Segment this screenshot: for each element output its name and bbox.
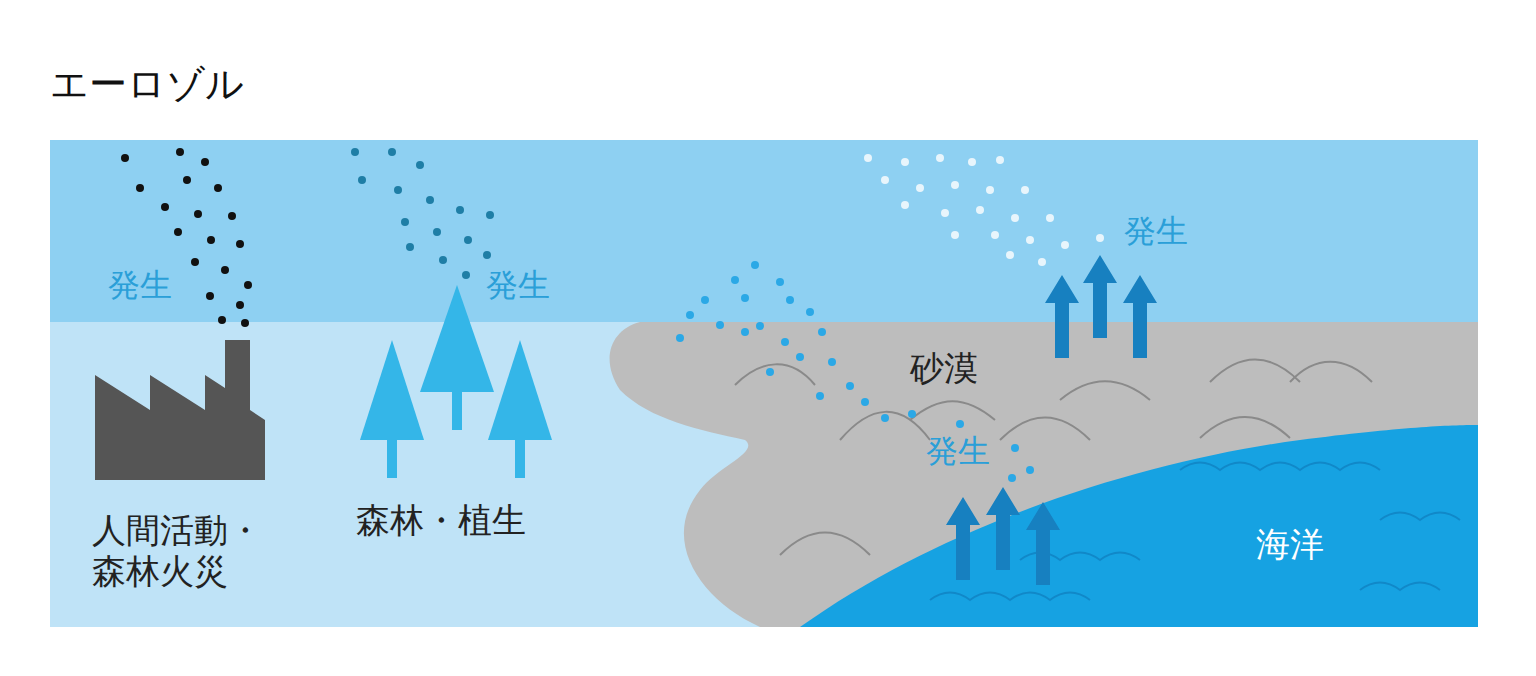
region-label: 海洋 xyxy=(1256,524,1324,565)
region-label: 砂漠 xyxy=(910,348,978,389)
ocean-region xyxy=(800,425,1478,627)
forest-dots xyxy=(351,148,494,279)
source-label: 人間活動・森林火災 xyxy=(92,510,272,592)
source-label: 森林・植生 xyxy=(356,500,526,541)
emission-label: 発生 xyxy=(926,432,990,470)
factory-icon xyxy=(95,340,265,480)
desert-dots xyxy=(676,261,1034,482)
ocean-waves xyxy=(930,463,1460,601)
desert-region xyxy=(610,322,1478,627)
emission-label: 発生 xyxy=(108,266,172,304)
sea-salt-dots xyxy=(864,154,1104,266)
sky-band xyxy=(50,140,1478,322)
forest-icon xyxy=(360,285,552,478)
diagram-title: エーロゾル xyxy=(50,62,244,108)
ground-band xyxy=(50,140,1478,627)
emission-label: 発生 xyxy=(486,266,550,304)
emission-arrows xyxy=(946,255,1157,585)
emission-label: 発生 xyxy=(1124,212,1188,250)
